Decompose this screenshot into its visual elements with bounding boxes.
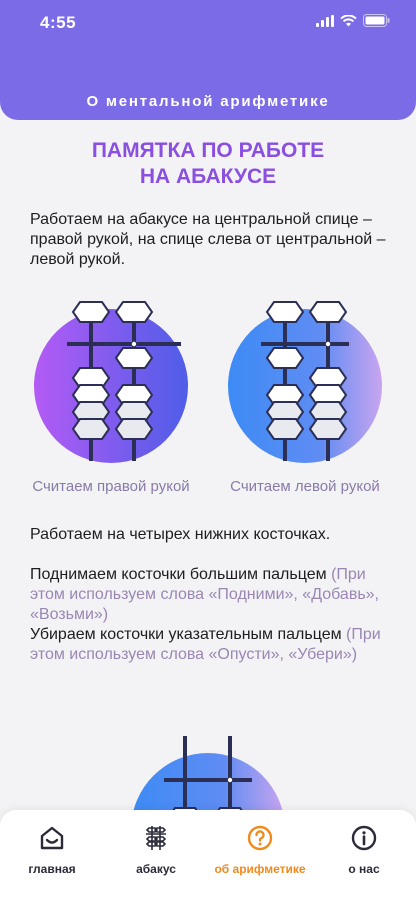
content-scroll[interactable]: ПАМЯТКА ПО РАБОТЕ НА АБАКУСЕ Работаем на… <box>0 120 416 810</box>
signal-icon <box>316 14 334 27</box>
left-hand-caption: Считаем левой рукой <box>230 478 380 495</box>
home-icon <box>40 826 64 850</box>
thumb-hint: (При этом используем слова «Подними», «Д… <box>30 566 379 623</box>
tab-about-us[interactable]: о нас <box>312 810 416 900</box>
tab-bar: главная абакус об арифметике о нас <box>0 810 416 900</box>
abacus-fingers-icon <box>133 736 283 810</box>
page-title: ПАМЯТКА ПО РАБОТЕ НА АБАКУСЕ <box>91 139 325 188</box>
status-time: 4:55 <box>40 13 77 32</box>
header: 4:55 О ментальной арифметике <box>0 0 416 120</box>
wifi-icon <box>340 14 357 26</box>
tab-abacus-label: абакус <box>136 862 176 876</box>
left-hand-illustration: Считаем левой рукой <box>220 296 390 497</box>
intro-paragraph: Работаем на абакусе на центральной спице… <box>30 211 386 268</box>
fingers-paragraph: Поднимаем косточки большим пальцем (При … <box>30 565 386 665</box>
right-hand-illustration: Считаем правой рукой <box>26 296 196 497</box>
abacus-icon <box>145 826 167 850</box>
bottom-beads-paragraph: Работаем на четырех нижних косточках. <box>30 526 331 543</box>
page-header-title: О ментальной арифметике <box>86 93 330 110</box>
tab-about-arithmetic[interactable]: об арифметике <box>208 810 312 900</box>
info-icon <box>351 825 377 851</box>
tab-about-arithmetic-label: об арифметике <box>214 862 306 876</box>
abacus-blue-icon <box>228 301 382 463</box>
tab-about-us-label: о нас <box>348 862 380 876</box>
tab-home[interactable]: главная <box>0 810 104 900</box>
index-finger-text: Убираем косточки указательным пальцем <box>30 626 342 643</box>
index-finger-hint: (При этом используем слова «Опусти», «Уб… <box>30 626 381 663</box>
right-hand-caption: Считаем правой рукой <box>32 478 190 495</box>
tab-abacus[interactable]: абакус <box>104 810 208 900</box>
thumb-text: Поднимаем косточки большим пальцем <box>30 566 327 583</box>
tab-home-label: главная <box>28 862 76 876</box>
question-icon <box>247 825 273 851</box>
status-icons <box>316 14 390 27</box>
battery-icon <box>363 14 390 27</box>
abacus-purple-icon <box>34 301 188 463</box>
illustrations-row: Считаем правой рукой <box>0 296 416 497</box>
